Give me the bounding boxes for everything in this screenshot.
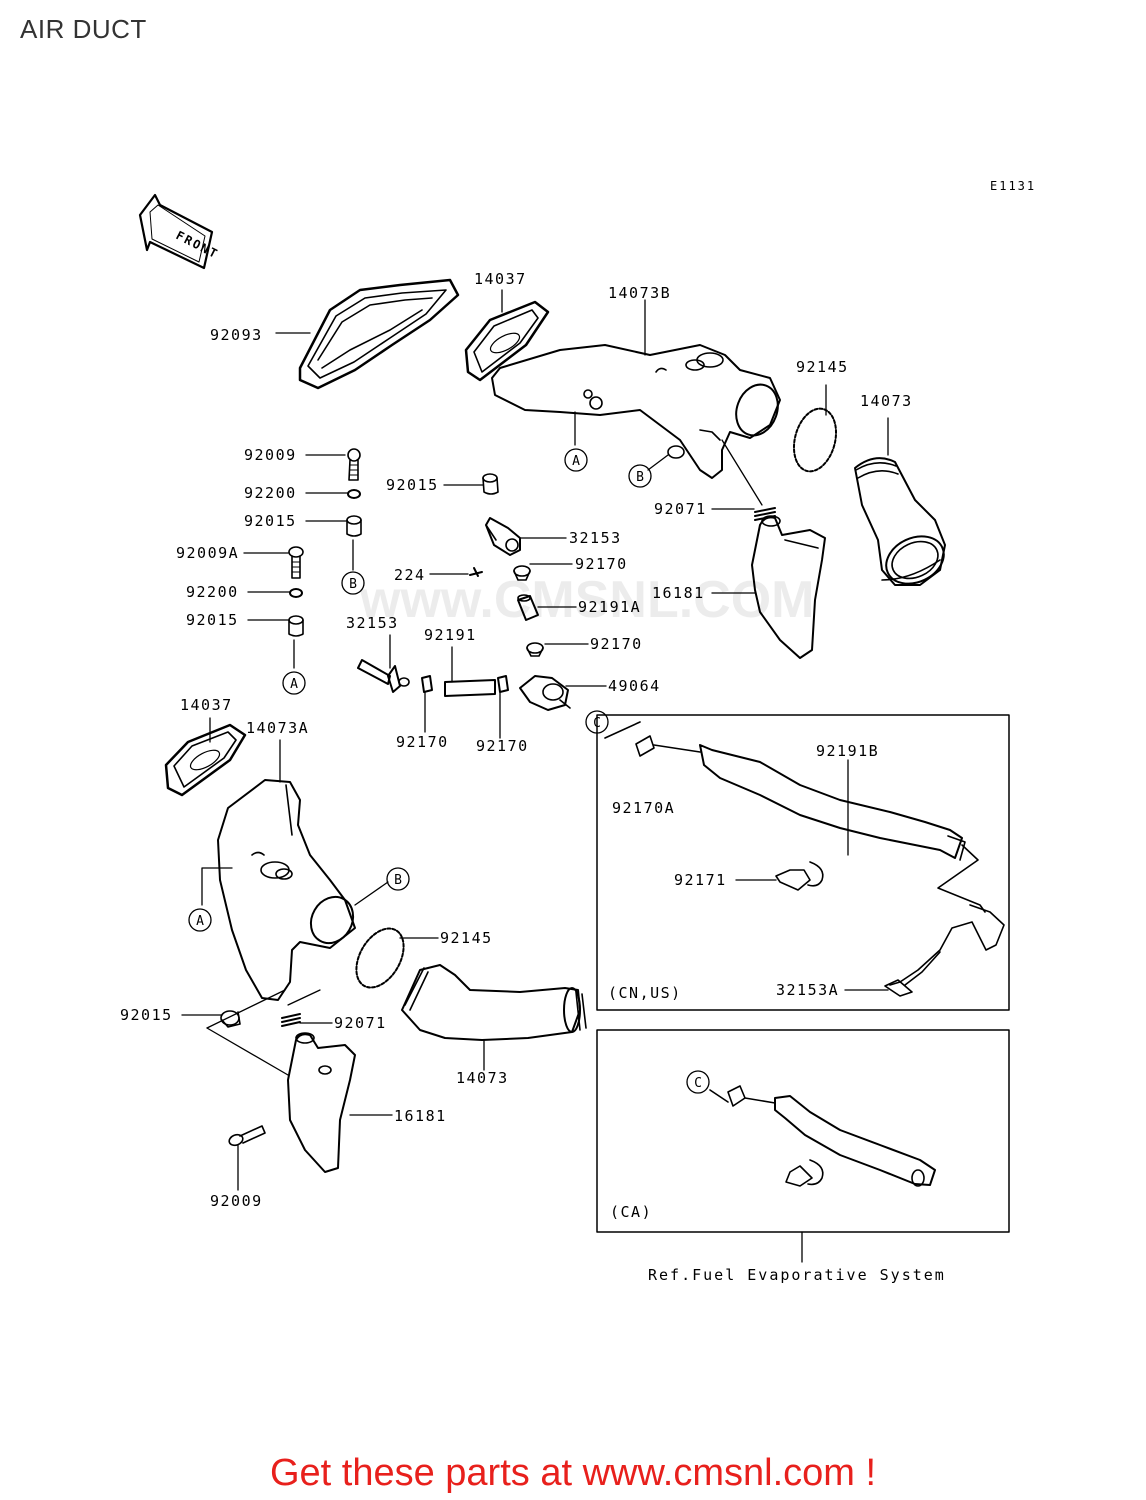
evap-hose-routing-cn-us xyxy=(604,721,1005,997)
watermark: www.CMSNL.COM xyxy=(360,571,815,629)
marker-a-bolt: A xyxy=(290,677,298,692)
air-duct-14073-bottom xyxy=(401,964,587,1041)
label-92009A: 92009A xyxy=(176,544,239,562)
label-92093: 92093 xyxy=(210,326,263,344)
collar-92015-b xyxy=(288,615,304,637)
label-92071-top: 92071 xyxy=(654,500,707,518)
marker-b-bottom: B xyxy=(394,873,402,888)
hose-92191A xyxy=(517,594,539,621)
evap-hose-routing-ca xyxy=(709,1085,936,1187)
reference-markers xyxy=(188,448,710,1094)
valve-32153-mid xyxy=(357,659,410,693)
label-49064: 49064 xyxy=(608,677,661,695)
region-label-ca: (CA) xyxy=(610,1203,652,1221)
label-14073B: 14073B xyxy=(608,284,671,302)
label-92191B: 92191B xyxy=(816,742,879,760)
drain-16181-bottom xyxy=(287,1032,356,1173)
label-92015-d: 92015 xyxy=(120,1006,173,1024)
label-224: 224 xyxy=(394,566,426,584)
vacuum-switch-32153-top xyxy=(485,517,521,556)
label-14073-bottom: 14073 xyxy=(456,1069,509,1087)
region-label-cn-us: (CN,US) xyxy=(608,984,682,1002)
label-92015-a: 92015 xyxy=(244,512,297,530)
clamp-92170-a xyxy=(513,565,531,581)
hose-92191 xyxy=(444,679,496,697)
marker-a-bottom: A xyxy=(196,914,204,929)
label-92200-b: 92200 xyxy=(186,583,239,601)
screw-224 xyxy=(469,567,483,577)
air-duct-14073A xyxy=(217,779,356,1001)
label-92170A: 92170A xyxy=(612,799,675,817)
label-92170-c: 92170 xyxy=(396,733,449,751)
label-14073-top: 14073 xyxy=(860,392,913,410)
drain-16181-top xyxy=(751,515,826,659)
marker-c-cn-us: C xyxy=(593,716,601,731)
marker-c-ca: C xyxy=(694,1076,702,1091)
footer-link-text[interactable]: Get these parts at www.cmsnl.com ! xyxy=(269,1452,877,1494)
marker-b-top: B xyxy=(636,470,644,485)
collar-92015-d xyxy=(220,1010,241,1028)
label-92145-top: 92145 xyxy=(796,358,849,376)
label-92191A: 92191A xyxy=(578,598,641,616)
label-32153-mid: 32153 xyxy=(346,614,399,632)
label-92009: 92009 xyxy=(244,446,297,464)
label-14037-top: 14037 xyxy=(474,270,527,288)
label-92171: 92171 xyxy=(674,871,727,889)
bolt-92009A xyxy=(288,546,304,579)
bolt-92009 xyxy=(347,448,361,481)
label-92170-a: 92170 xyxy=(575,555,628,573)
bolt-92009-bottom xyxy=(228,1125,266,1147)
clamp-92170-b xyxy=(526,642,544,657)
label-32153A: 32153A xyxy=(776,981,839,999)
reference-label: Ref.Fuel Evaporative System xyxy=(648,1266,946,1284)
label-32153-top: 32153 xyxy=(569,529,622,547)
label-92170-d: 92170 xyxy=(476,737,529,755)
clamp-ring-92145-top xyxy=(792,407,838,473)
front-arrow-icon xyxy=(138,193,214,270)
air-duct-14073B xyxy=(491,344,781,479)
clamp-92170-c xyxy=(421,675,433,693)
marker-b-bolt: B xyxy=(349,577,357,592)
label-92145-bottom: 92145 xyxy=(440,929,493,947)
clamp-92170-d xyxy=(497,675,509,693)
region-box-ca xyxy=(596,1029,1010,1233)
clamp-ring-92145-bottom xyxy=(355,927,405,989)
label-92170-b: 92170 xyxy=(590,635,643,653)
region-box-cn-us xyxy=(596,714,1010,1011)
callout-labels: E1131 FRONT 14037 14073B 92093 92145 140… xyxy=(120,179,1036,1284)
washer-92200-b xyxy=(289,588,303,598)
label-92200-a: 92200 xyxy=(244,484,297,502)
marker-a-top: A xyxy=(572,454,580,469)
label-92015-c: 92015 xyxy=(386,476,439,494)
duct-cover-14037-bottom xyxy=(164,723,247,797)
diagram-code: E1131 xyxy=(990,179,1036,193)
washer-92200-a xyxy=(347,489,361,499)
page-title: AIR DUCT xyxy=(20,14,147,44)
collar-92015-a xyxy=(346,515,362,537)
label-14073A: 14073A xyxy=(246,719,309,737)
collar-92015-c xyxy=(482,473,499,495)
air-duct-14073-top xyxy=(854,457,946,586)
air-filter-element-92093 xyxy=(298,278,460,390)
label-92009-bottom: 92009 xyxy=(210,1192,263,1210)
spring-92071-bottom xyxy=(281,1013,301,1027)
label-16181-top: 16181 xyxy=(652,584,705,602)
callout-leader-lines xyxy=(181,289,889,1191)
label-14037-bottom: 14037 xyxy=(180,696,233,714)
label-92191: 92191 xyxy=(424,626,477,644)
label-92015-b: 92015 xyxy=(186,611,239,629)
label-92071-bottom: 92071 xyxy=(334,1014,387,1032)
label-16181-bottom: 16181 xyxy=(394,1107,447,1125)
duct-cover-14037-top xyxy=(464,300,550,382)
check-valve-49064 xyxy=(519,675,571,711)
